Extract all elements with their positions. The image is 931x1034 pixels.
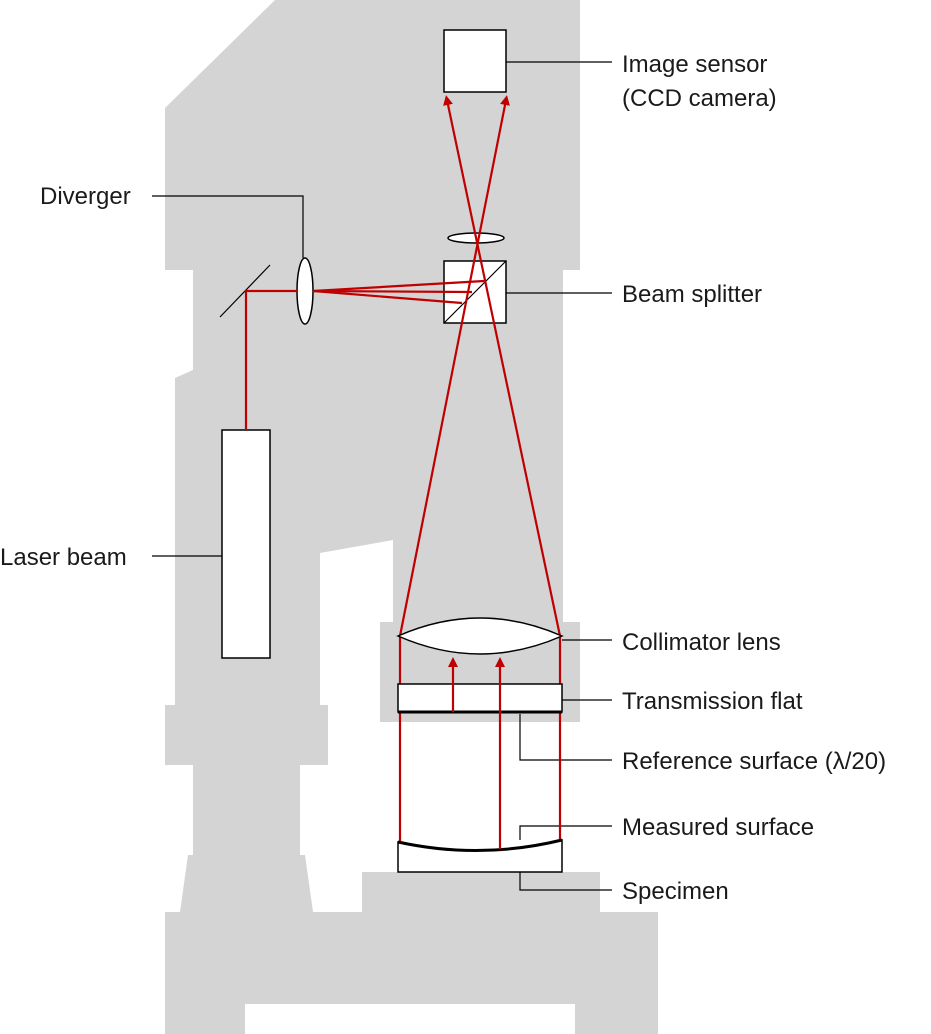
housing-foot-flare: [180, 855, 313, 912]
diverged-beam-upper: [312, 279, 485, 293]
specimen-stage: [362, 872, 600, 913]
beam-splitter-diagonal: [443, 260, 507, 324]
label-measured-surface: Measured surface: [622, 814, 814, 841]
labels: Image sensor (CCD camera) Diverger Beam …: [0, 51, 886, 905]
leader-lines: [152, 61, 612, 891]
leader-measured-surface: [519, 825, 612, 840]
transmission-flat: [397, 683, 563, 713]
leader-reference-surface: [519, 714, 612, 761]
label-reference-surface: Reference surface (λ/20): [622, 748, 886, 775]
label-transmission-flat: Transmission flat: [622, 688, 803, 715]
label-beam-splitter: Beam splitter: [622, 281, 762, 308]
image-sensor-box: [443, 29, 507, 93]
leader-diverger: [152, 195, 304, 258]
laser-beam-path: [244, 289, 298, 430]
base-leg-left: [165, 1003, 245, 1034]
label-collimator-lens: Collimator lens: [622, 629, 781, 656]
return-beam-right: [443, 95, 562, 637]
label-image-sensor: Image sensor: [622, 51, 767, 78]
base-leg-right: [575, 1003, 658, 1034]
housing-base: [165, 912, 658, 1004]
housing-body: [165, 0, 580, 855]
collimator-lens: [396, 617, 564, 655]
laser-beams: [244, 95, 562, 845]
diverged-beam-lower: [312, 289, 463, 305]
return-beam-left: [398, 95, 510, 637]
measured-surface: [397, 838, 563, 853]
diverged-beam-middle: [312, 289, 473, 294]
diverger-lens: [296, 257, 314, 325]
label-diverger: Diverger: [40, 183, 131, 210]
laser-source-box: [221, 429, 271, 659]
leader-specimen: [519, 872, 612, 891]
label-ccd-camera: (CCD camera): [622, 85, 777, 112]
label-specimen: Specimen: [622, 878, 729, 905]
label-laser-beam: Laser beam: [0, 544, 127, 571]
